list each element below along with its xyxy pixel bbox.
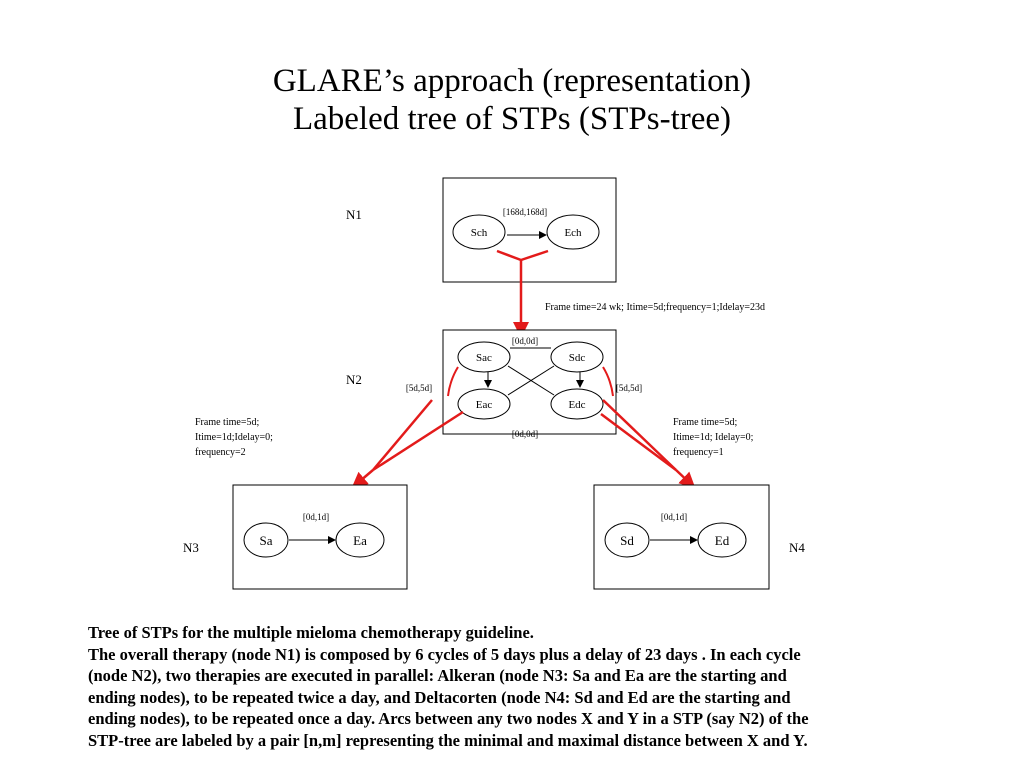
caption-line-3: (node N2), two therapies are executed in… — [88, 666, 787, 685]
caption-line-4: ending nodes), to be repeated twice a da… — [88, 687, 791, 707]
edge-n2-n3-label-line-1: Frame time=5d; — [195, 417, 259, 428]
n3-label: N3 — [183, 540, 199, 555]
stp-node-n2: N2 Sac Sdc Eac Edc [0d,0d] [0d,0d] [5d,5… — [346, 329, 642, 439]
edge-n2-n4-label-line-2: Itime=1d; Idelay=0; — [673, 432, 754, 443]
n2-top-arc-label: [0d,0d] — [512, 336, 538, 346]
title-line-1: GLARE’s approach (representation) — [272, 63, 752, 99]
n3-start-node: Sa — [260, 533, 273, 548]
n1-start-node: Sch — [471, 227, 488, 239]
edge-n2-n4-label-line-3: frequency=1 — [673, 447, 724, 458]
caption-line-2: The overall therapy (node N1) is compose… — [88, 644, 801, 664]
edge-n2-n4-label-line-1: Frame time=5d; — [673, 417, 737, 428]
n2-bottom-arc-label: [0d,0d] — [512, 429, 538, 439]
n1-label: N1 — [346, 207, 362, 222]
stp-tree-diagram: N1 Sch Ech [168d,168d] Frame time=24 wk;… — [183, 177, 805, 590]
n4-start-node: Sd — [620, 533, 634, 548]
caption-line-5: ending nodes), to be repeated once a day… — [88, 709, 809, 728]
edge-n2-n3-label-line-2: Itime=1d;Idelay=0; — [195, 432, 273, 443]
stp-node-n4: N4 Sd Ed [0d,1d] — [593, 484, 805, 590]
caption-line-1: Tree of STPs for the multiple mieloma ch… — [88, 623, 534, 642]
n2-node-eac: Eac — [476, 399, 493, 411]
n2-left-arc-label: [5d,5d] — [406, 383, 432, 393]
n4-arc-label: [0d,1d] — [661, 512, 687, 522]
title-line-2: Labeled tree of STPs (STPs-tree) — [292, 101, 732, 137]
stp-node-n3: N3 Sa Ea [0d,1d] — [183, 484, 408, 590]
n1-end-node: Ech — [564, 227, 582, 239]
n1-arc-label: [168d,168d] — [503, 207, 547, 217]
n2-node-sac: Sac — [476, 352, 492, 364]
slide-title: GLARE’s approach (representation) Labele… — [0, 62, 1024, 138]
tree-arc-n1-n2: Frame time=24 wk; Itime=5d;frequency=1;I… — [496, 249, 765, 338]
n2-label: N2 — [346, 372, 362, 387]
edge-n2-n3-label-line-3: frequency=2 — [195, 447, 246, 458]
n2-right-arc-label: [5d,5d] — [616, 383, 642, 393]
n3-end-node: Ea — [353, 533, 367, 548]
stp-node-n1: N1 Sch Ech [168d,168d] — [346, 177, 617, 283]
edge-n1-n2-label: Frame time=24 wk; Itime=5d;frequency=1;I… — [545, 302, 765, 313]
tree-arc-n2-n4: Frame time=5d; Itime=1d; Idelay=0; frequ… — [600, 399, 754, 489]
n2-node-edc: Edc — [568, 399, 585, 411]
tree-arc-n2-n3: Frame time=5d; Itime=1d;Idelay=0; freque… — [195, 399, 464, 489]
caption: Tree of STPs for the multiple mieloma ch… — [88, 622, 968, 751]
n4-label: N4 — [789, 540, 805, 555]
n4-end-node: Ed — [715, 533, 730, 548]
caption-line-6: STP-tree are labeled by a pair [n,m] rep… — [88, 730, 808, 750]
n3-arc-label: [0d,1d] — [303, 512, 329, 522]
n2-node-sdc: Sdc — [569, 352, 586, 364]
